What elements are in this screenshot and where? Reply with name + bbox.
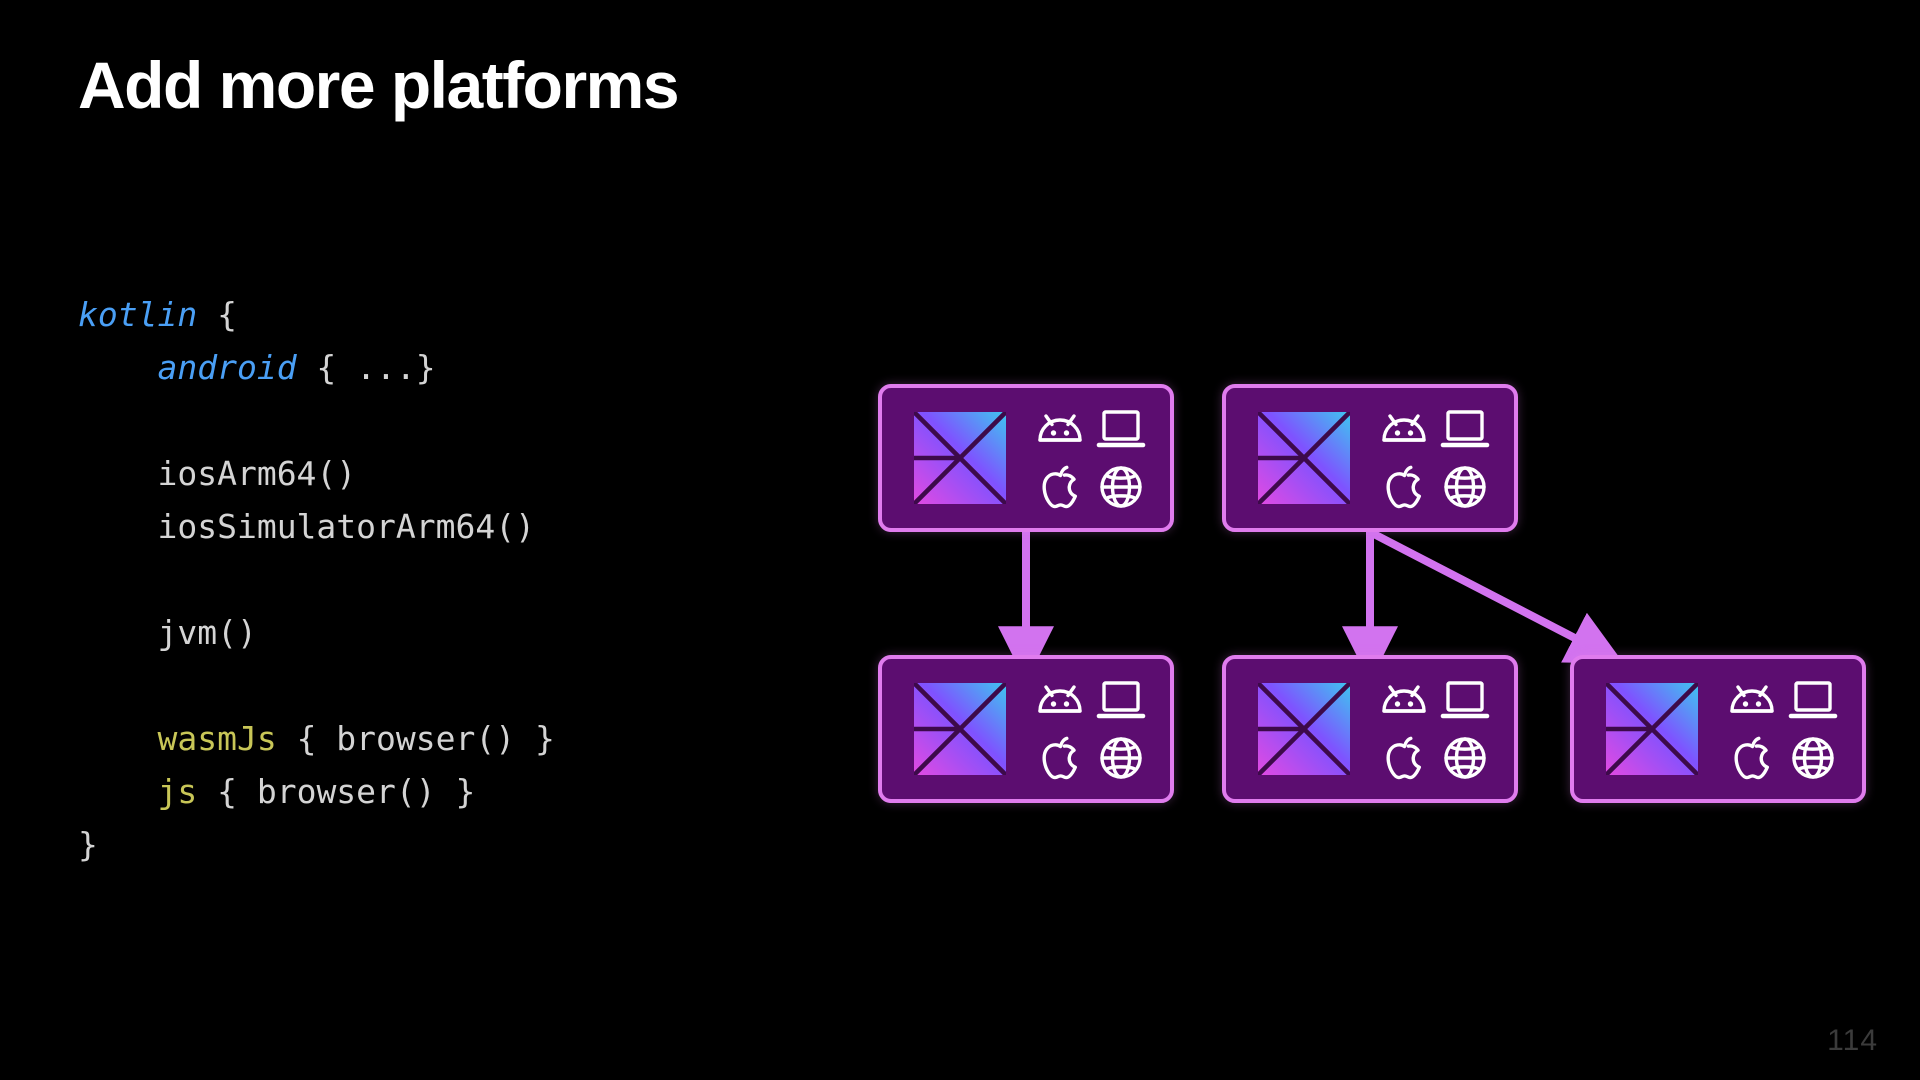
apple-icon — [1032, 460, 1087, 513]
apple-icon — [1032, 731, 1087, 784]
code-line: js { browser() } — [78, 765, 555, 818]
code-token-plain: } — [78, 825, 98, 864]
code-token-function: wasmJs — [157, 719, 277, 758]
page-number: 114 — [1827, 1024, 1878, 1057]
code-line: android { ...} — [78, 341, 555, 394]
code-token-plain: { — [197, 295, 237, 334]
platform-card[interactable] — [878, 384, 1174, 532]
globe-icon — [1785, 731, 1840, 784]
code-token-plain: jvm() — [157, 613, 257, 652]
platform-icon-grid — [1032, 674, 1148, 784]
platform-card[interactable] — [1222, 655, 1518, 803]
code-token-plain: { ...} — [296, 348, 436, 387]
code-line — [78, 394, 555, 447]
code-line: } — [78, 818, 555, 871]
globe-icon — [1093, 731, 1148, 784]
android-icon — [1032, 403, 1087, 456]
code-line: iosSimulatorArm64() — [78, 500, 555, 553]
code-token-function: js — [157, 772, 198, 811]
code-line: jvm() — [78, 606, 555, 659]
kotlin-logo — [914, 683, 1006, 775]
apple-icon — [1376, 731, 1431, 784]
globe-icon — [1437, 460, 1492, 513]
platform-card[interactable] — [1222, 384, 1518, 532]
code-token-plain: iosSimulatorArm64() — [157, 507, 535, 546]
laptop-icon — [1093, 674, 1148, 727]
globe-icon — [1437, 731, 1492, 784]
android-icon — [1032, 674, 1087, 727]
android-icon — [1724, 674, 1779, 727]
code-line: kotlin { — [78, 288, 555, 341]
code-line — [78, 659, 555, 712]
android-icon — [1376, 674, 1431, 727]
laptop-icon — [1437, 403, 1492, 456]
arrows-group — [998, 528, 1624, 683]
code-line — [78, 553, 555, 606]
code-token-plain: { browser() } — [276, 719, 555, 758]
code-token-plain: { browser() } — [197, 772, 476, 811]
platform-card[interactable] — [878, 655, 1174, 803]
apple-icon — [1376, 460, 1431, 513]
code-token-plain: iosArm64() — [157, 454, 357, 493]
code-token-keyword: kotlin — [78, 295, 198, 334]
platform-icon-grid — [1724, 674, 1840, 784]
kotlin-logo — [1606, 683, 1698, 775]
kotlin-logo — [1258, 412, 1350, 504]
connector-arrow — [1368, 528, 1624, 664]
kotlin-logo — [914, 412, 1006, 504]
laptop-icon — [1785, 674, 1840, 727]
page-title: Add more platforms — [78, 48, 680, 122]
platform-card[interactable] — [1570, 655, 1866, 803]
globe-icon — [1093, 460, 1148, 513]
laptop-icon — [1093, 403, 1148, 456]
code-line: iosArm64() — [78, 447, 555, 500]
platform-icon-grid — [1376, 403, 1492, 513]
platform-icon-grid — [1032, 403, 1148, 513]
apple-icon — [1724, 731, 1779, 784]
code-line: wasmJs { browser() } — [78, 712, 555, 765]
kotlin-logo — [1258, 683, 1350, 775]
platform-icon-grid — [1376, 674, 1492, 784]
code-snippet: kotlin { android { ...} iosArm64() iosSi… — [78, 288, 555, 871]
android-icon — [1376, 403, 1431, 456]
laptop-icon — [1437, 674, 1492, 727]
code-token-keyword: android — [157, 348, 297, 387]
